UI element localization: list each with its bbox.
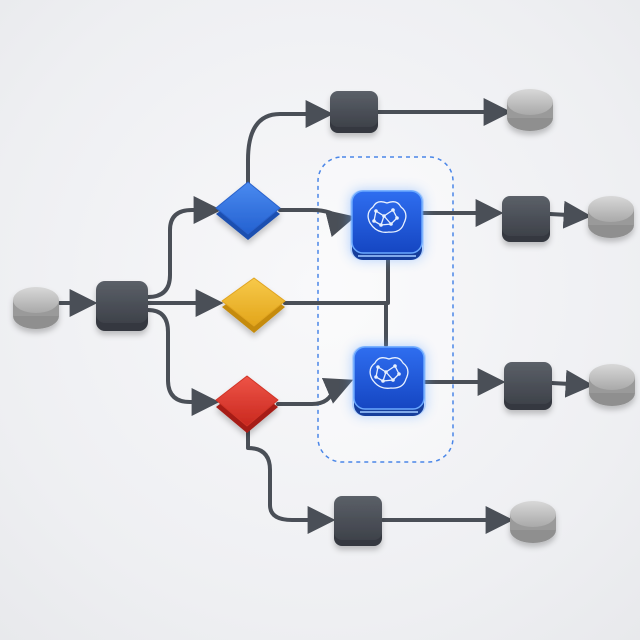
connectors xyxy=(58,98,594,534)
terminal-end-bottom xyxy=(510,501,556,543)
edge-router-decision-blue xyxy=(146,196,222,299)
ai-node-2 xyxy=(352,346,426,416)
decision-node-blue xyxy=(215,181,281,240)
edge-decision-red-ai-2 xyxy=(276,377,354,406)
edge-process-right-2-end-right-2 xyxy=(550,369,594,398)
terminal-end-right-1 xyxy=(588,196,634,238)
terminal-end-right-2 xyxy=(589,364,635,406)
terminal-start xyxy=(13,287,59,329)
process-node-router xyxy=(96,281,148,331)
process-node-top xyxy=(330,91,378,133)
decision-node-red xyxy=(215,375,279,433)
brain-network-icon xyxy=(367,201,407,233)
process-node-bottom xyxy=(334,496,382,546)
edge-process-right-1-end-right-1 xyxy=(548,200,592,229)
process-node-right-1 xyxy=(502,196,550,242)
terminal-end-top xyxy=(507,89,553,131)
edge-router-decision-red xyxy=(146,308,220,416)
brain-network-icon xyxy=(369,357,409,389)
ai-node-1 xyxy=(350,190,424,260)
edge-decision-blue-ai-1 xyxy=(278,208,356,238)
decision-node-yellow xyxy=(221,277,286,333)
process-node-right-2 xyxy=(504,362,552,410)
edge-decision-blue-process-top xyxy=(246,100,334,186)
edge-decision-red-process-bottom xyxy=(246,426,336,534)
